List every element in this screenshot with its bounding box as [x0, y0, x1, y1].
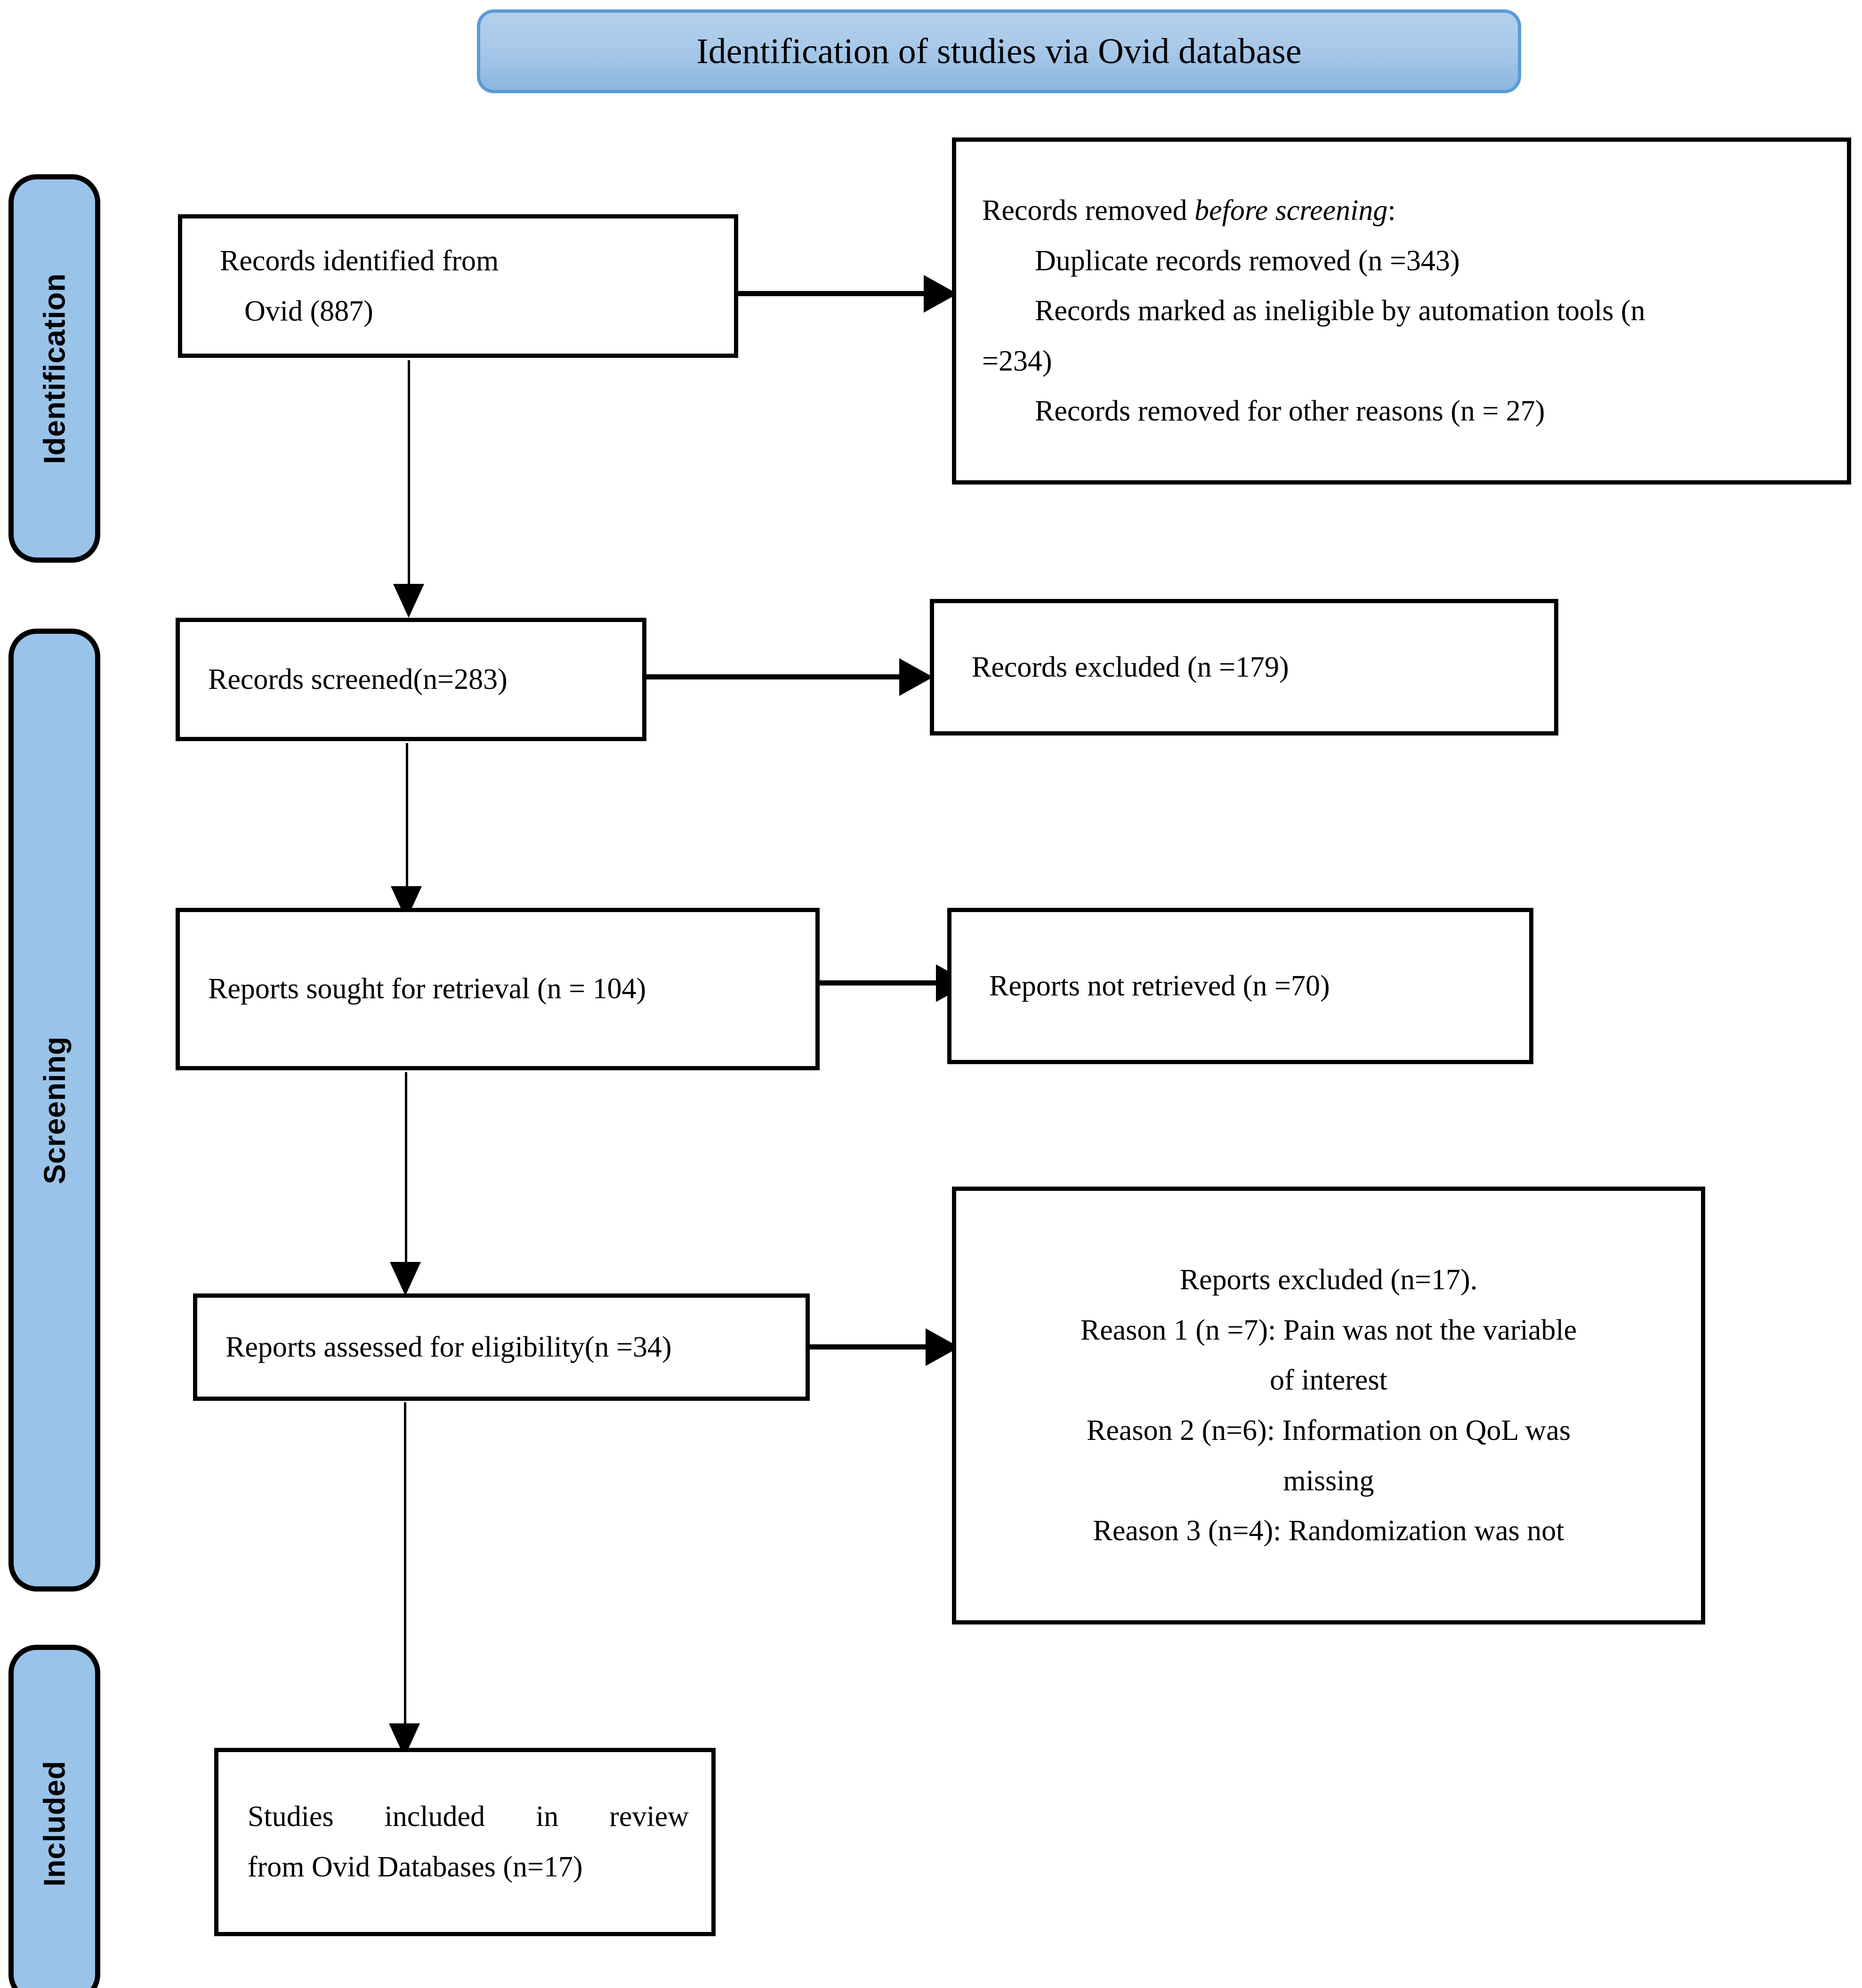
box-reports-assessed: Reports assessed for eligibility(n =34)	[193, 1293, 810, 1401]
records-removed-heading-suffix: :	[1387, 194, 1396, 226]
arrow-identified-to-removed-line	[738, 291, 941, 296]
arrow-identified-to-screened-head	[393, 584, 424, 618]
box-reports-excluded-reasons: Reports excluded (n=17). Reason 1 (n =7)…	[952, 1187, 1705, 1624]
reports-excluded-line-1: Reports excluded (n=17).	[1179, 1264, 1478, 1296]
box-reports-not-retrieved: Reports not retrieved (n =70)	[947, 908, 1533, 1064]
box-records-removed: Records removed before screening: Duplic…	[952, 137, 1851, 485]
records-removed-item-2: Records marked as ineligible by automati…	[1035, 295, 1645, 327]
phase-tab-identification-label: Identification	[37, 273, 72, 464]
box-records-excluded: Records excluded (n =179)	[930, 599, 1558, 735]
records-removed-heading-italic: before screening	[1194, 194, 1388, 226]
records-removed-item-1: Duplicate records removed (n =343)	[1035, 244, 1460, 277]
records-identified-line-1: Records identified from	[220, 244, 499, 277]
records-excluded-text: Records excluded (n =179)	[972, 651, 1289, 683]
phase-tab-screening-label: Screening	[37, 1036, 72, 1184]
reports-sought-text: Reports sought for retrieval (n = 104)	[208, 973, 646, 1005]
header-banner-title: Identification of studies via Ovid datab…	[696, 31, 1302, 71]
arrow-assessed-to-excluded-line	[810, 1344, 942, 1350]
records-removed-item-2-cont: =234)	[982, 345, 1052, 377]
reports-excluded-line-5: missing	[1283, 1464, 1374, 1497]
records-screened-text: Records screened(n=283)	[208, 663, 508, 695]
arrow-screened-to-excluded-line	[646, 674, 915, 679]
studies-included-line-2: from Ovid Databases (n=17)	[248, 1851, 583, 1883]
box-records-screened: Records screened(n=283)	[176, 618, 646, 741]
box-reports-sought: Reports sought for retrieval (n = 104)	[176, 908, 820, 1070]
reports-assessed-text: Reports assessed for eligibility(n =34)	[226, 1331, 672, 1363]
studies-included-line-1: Studies included in review	[248, 1801, 689, 1833]
reports-excluded-line-6: Reason 3 (n=4): Randomization was not	[1093, 1515, 1564, 1547]
records-removed-heading-prefix: Records removed	[982, 194, 1195, 226]
header-banner: Identification of studies via Ovid datab…	[477, 9, 1521, 93]
reports-not-retrieved-text: Reports not retrieved (n =70)	[989, 970, 1330, 1002]
arrow-sought-to-assessed-head	[390, 1262, 421, 1296]
phase-tab-identification: Identification	[8, 174, 100, 563]
records-removed-item-3: Records removed for other reasons (n = 2…	[1035, 395, 1545, 428]
arrow-assessed-to-included-line	[404, 1402, 406, 1727]
reports-excluded-line-4: Reason 2 (n=6): Information on QoL was	[1087, 1414, 1571, 1447]
records-identified-line-2: Ovid (887)	[244, 295, 373, 327]
phase-tab-included-label: Included	[37, 1761, 72, 1887]
arrow-sought-to-notretrieved-line	[820, 980, 951, 986]
arrow-sought-to-assessed-line	[405, 1072, 407, 1265]
arrow-screened-to-sought-line	[406, 743, 408, 894]
arrow-screened-to-excluded-head	[899, 658, 933, 696]
phase-tab-screening: Screening	[8, 629, 100, 1592]
box-records-identified: Records identified from Ovid (887)	[178, 214, 738, 358]
phase-tab-included: Included	[8, 1645, 100, 1988]
records-removed-heading: Records removed before screening:	[982, 186, 1826, 236]
reports-excluded-line-2: Reason 1 (n =7): Pain was not the variab…	[1080, 1314, 1577, 1346]
reports-excluded-line-3: of interest	[1270, 1364, 1387, 1397]
arrow-identified-to-screened-line	[408, 360, 410, 586]
box-studies-included: Studies included in review from Ovid Dat…	[214, 1748, 716, 1936]
